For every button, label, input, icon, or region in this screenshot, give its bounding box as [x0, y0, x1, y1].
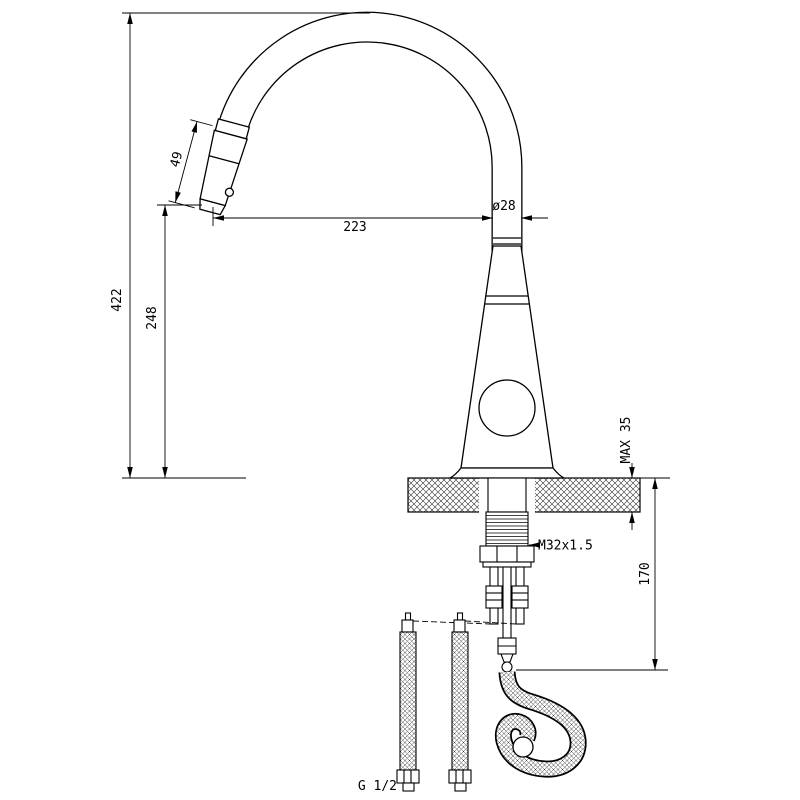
dim-under-deck-length: 170: [638, 562, 653, 585]
locknut: [479, 545, 535, 563]
body-base-flange: [449, 467, 565, 479]
spout-inner: [218, 12, 522, 252]
spray-nozzle: [199, 198, 227, 216]
dim-49-lines: [168, 119, 213, 209]
washer: [482, 561, 532, 568]
spray-head-body: [199, 129, 249, 207]
arrowhead: [127, 13, 133, 24]
arrowhead: [191, 121, 198, 133]
threaded-shank: [485, 511, 529, 547]
supply-hoses: [396, 612, 517, 792]
arrowhead: [629, 512, 635, 523]
hose-thread-tip: [454, 782, 467, 792]
construction-line: [412, 620, 491, 625]
braided-hose-left: [399, 631, 417, 771]
arrowhead: [652, 659, 658, 670]
compression-nut-left: [485, 585, 503, 609]
hose-braid: [496, 671, 585, 776]
hose-nipple: [404, 612, 412, 621]
hose-top-fitting: [401, 619, 414, 633]
arrowhead: [652, 478, 658, 489]
spray-button: [224, 187, 235, 197]
arrowhead: [127, 467, 133, 478]
dimension-lines: [122, 12, 670, 671]
hose-fitting-taper: [500, 653, 514, 663]
compression-nut-right: [511, 585, 529, 609]
quick-connector: [501, 661, 513, 673]
dim-max-deck-thickness: MAX 35: [619, 417, 634, 464]
arrowhead: [629, 467, 635, 478]
body-sphere-joint: [478, 379, 536, 437]
shank-through-hole: [487, 477, 527, 513]
dim-tube-diameter: ø28: [492, 199, 515, 214]
dim-spout-reach: 223: [343, 220, 366, 235]
hose-nut: [448, 769, 472, 784]
hose-weight-ball: [512, 736, 534, 758]
arrowhead: [213, 215, 224, 221]
arrowhead: [521, 215, 532, 221]
arrowhead: [175, 191, 181, 203]
dim-spray-head-length: 49: [168, 150, 187, 169]
spray-head: 49: [168, 118, 251, 216]
mounting-shank: [479, 477, 535, 673]
dim-total-height: 422: [110, 288, 125, 311]
hose-top-fitting: [453, 619, 466, 633]
arrowhead: [529, 542, 540, 548]
spray-head-seam: [208, 155, 240, 165]
pullout-hose: [494, 671, 587, 778]
dim-hose-thread: G 1/2: [358, 779, 397, 794]
arrowhead: [162, 467, 168, 478]
spout-tube: [216, 11, 523, 252]
braided-hose-right: [451, 631, 469, 771]
hose-nut: [396, 769, 420, 784]
thread-lines: [486, 515, 528, 544]
pullout-hose-pipe: [502, 566, 512, 639]
faucet-body: [449, 237, 565, 479]
dimension-labels: 422 248 223 ø28 MAX 35 170 M32x1.5 G 1/2: [110, 199, 653, 794]
dim-outlet-height: 248: [145, 306, 160, 329]
hose-thread-tip: [402, 782, 415, 792]
dim-mounting-thread: M32x1.5: [538, 539, 593, 554]
arrowhead: [162, 205, 168, 216]
arrowhead: [482, 215, 493, 221]
hose-nipple: [456, 612, 464, 621]
